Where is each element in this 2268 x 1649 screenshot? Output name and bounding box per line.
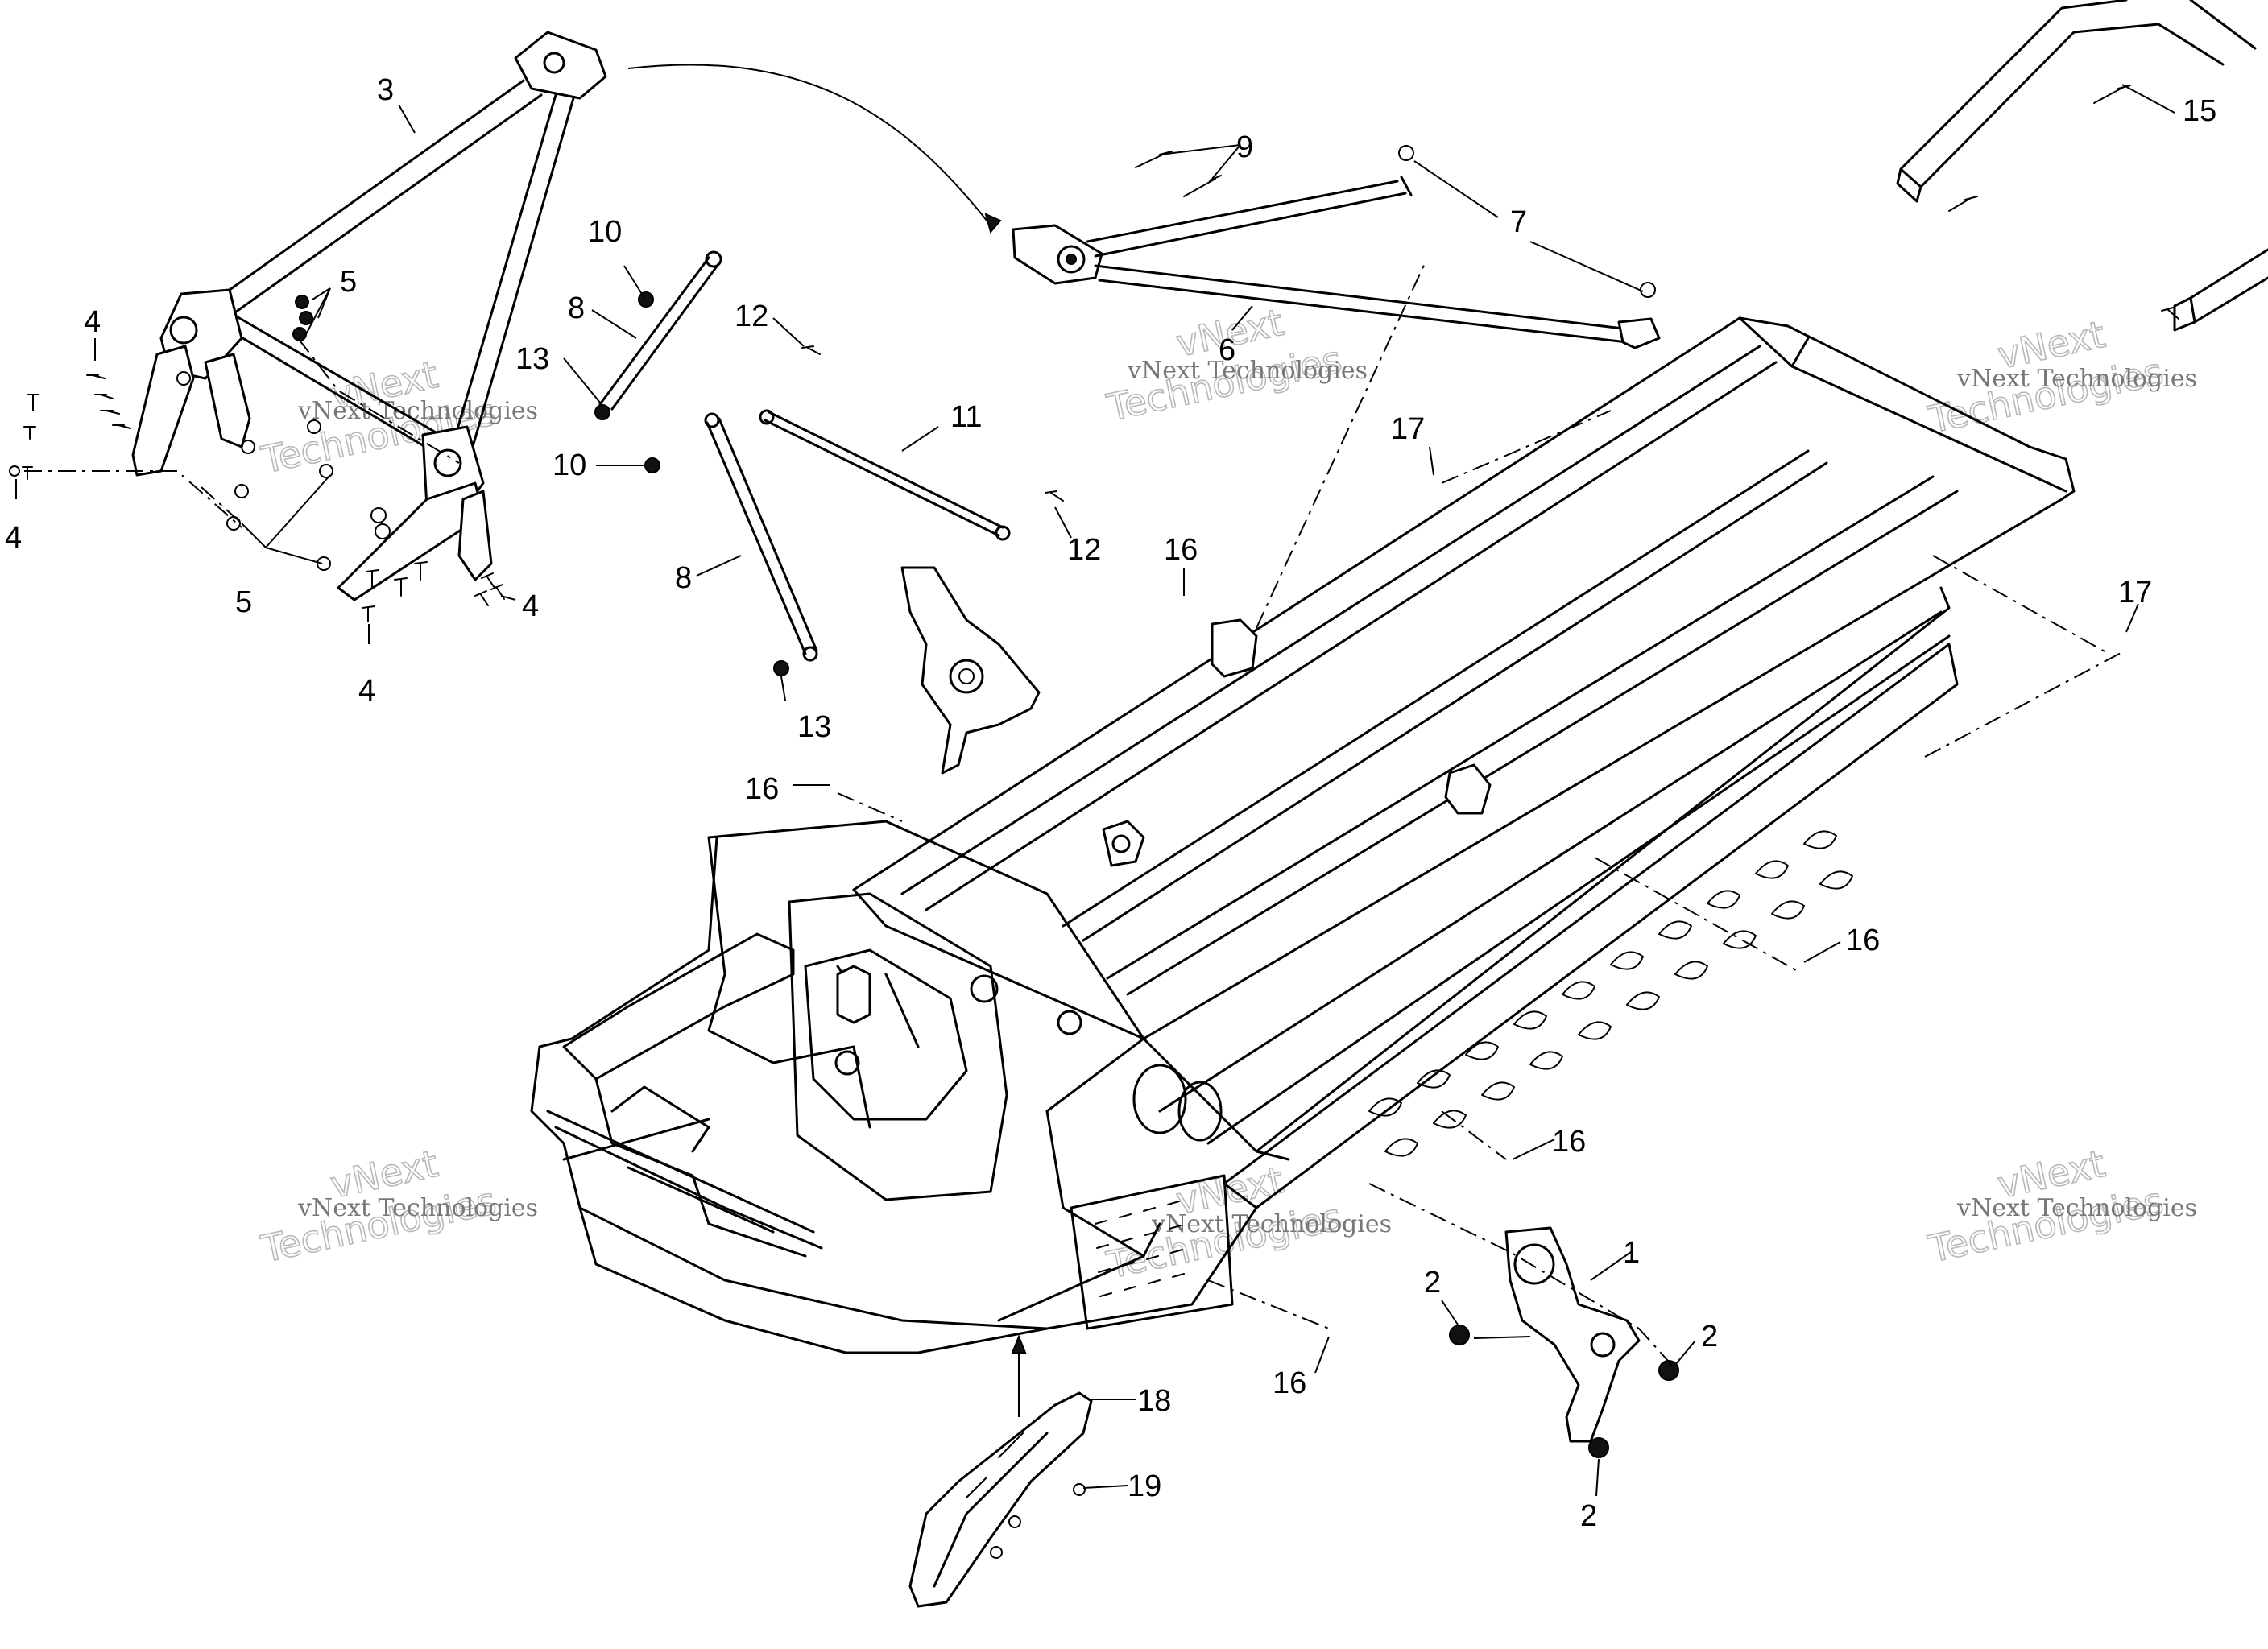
callout-8: 8 — [568, 291, 585, 325]
footrest-cutouts — [1368, 830, 1853, 1157]
rod-lower-part-8 — [644, 412, 818, 676]
callout-2: 2 — [1424, 1266, 1441, 1300]
callout-17: 17 — [1391, 412, 1425, 446]
callout-labels: 3 5 4 4 5 4 4 10 8 13 10 12 11 12 8 13 9… — [5, 73, 2216, 1533]
callout-16: 16 — [1164, 533, 1198, 567]
callout-10: 10 — [588, 215, 622, 249]
callout-7: 7 — [1510, 205, 1527, 239]
watermarks: vNext Technologies vNext Technologies vN… — [256, 300, 2197, 1287]
watermark-small: vNext Technologies — [1127, 357, 1368, 385]
callout-13: 13 — [797, 710, 831, 744]
skid-slots — [1095, 1201, 1185, 1297]
leader-lines — [15, 64, 2175, 1497]
lower-guard-part-18 — [908, 1391, 1093, 1608]
upper-brace-part-6 — [1012, 145, 1661, 349]
rear-bumper-part-15 — [1896, 0, 2268, 332]
callout-5: 5 — [235, 585, 252, 619]
callout-2: 2 — [1701, 1320, 1718, 1354]
callout-4: 4 — [522, 589, 539, 623]
callout-3: 3 — [377, 73, 394, 107]
chassis-tunnel-main — [530, 316, 2076, 1354]
rod-upper-part-8 — [594, 250, 722, 420]
tie-rod-part-11 — [759, 345, 1064, 541]
fasteners-front — [9, 295, 505, 622]
callout-8: 8 — [675, 561, 692, 595]
front-upper-support-part-3 — [131, 31, 607, 601]
callout-10: 10 — [553, 448, 586, 482]
callout-18: 18 — [1137, 1384, 1171, 1418]
callout-11: 11 — [950, 400, 982, 434]
callout-6: 6 — [1219, 333, 1235, 367]
watermark-small: vNext Technologies — [1151, 1210, 1392, 1238]
callout-1: 1 — [1623, 1236, 1640, 1270]
watermark-small: vNext Technologies — [297, 1194, 538, 1222]
callout-12: 12 — [735, 300, 768, 333]
callout-16: 16 — [745, 772, 779, 806]
callout-4: 4 — [84, 305, 101, 339]
callout-4: 4 — [5, 521, 22, 555]
rear-bracket-part-1 — [1449, 1226, 1679, 1458]
callout-15: 15 — [2183, 94, 2216, 128]
watermark-small: vNext Technologies — [1956, 1194, 2197, 1222]
callout-17: 17 — [2118, 576, 2152, 610]
callout-13: 13 — [515, 342, 549, 376]
callout-16: 16 — [1273, 1366, 1306, 1400]
callout-12: 12 — [1067, 533, 1101, 567]
engine-mount-plate — [900, 566, 1041, 775]
callout-19: 19 — [1128, 1469, 1161, 1503]
callout-2: 2 — [1580, 1499, 1597, 1533]
watermark-small: vNext Technologies — [1956, 365, 2197, 393]
callout-16: 16 — [1552, 1125, 1586, 1159]
callout-16: 16 — [1846, 924, 1880, 957]
callout-9: 9 — [1236, 130, 1253, 164]
callout-5: 5 — [340, 265, 357, 299]
callout-4: 4 — [358, 674, 375, 708]
